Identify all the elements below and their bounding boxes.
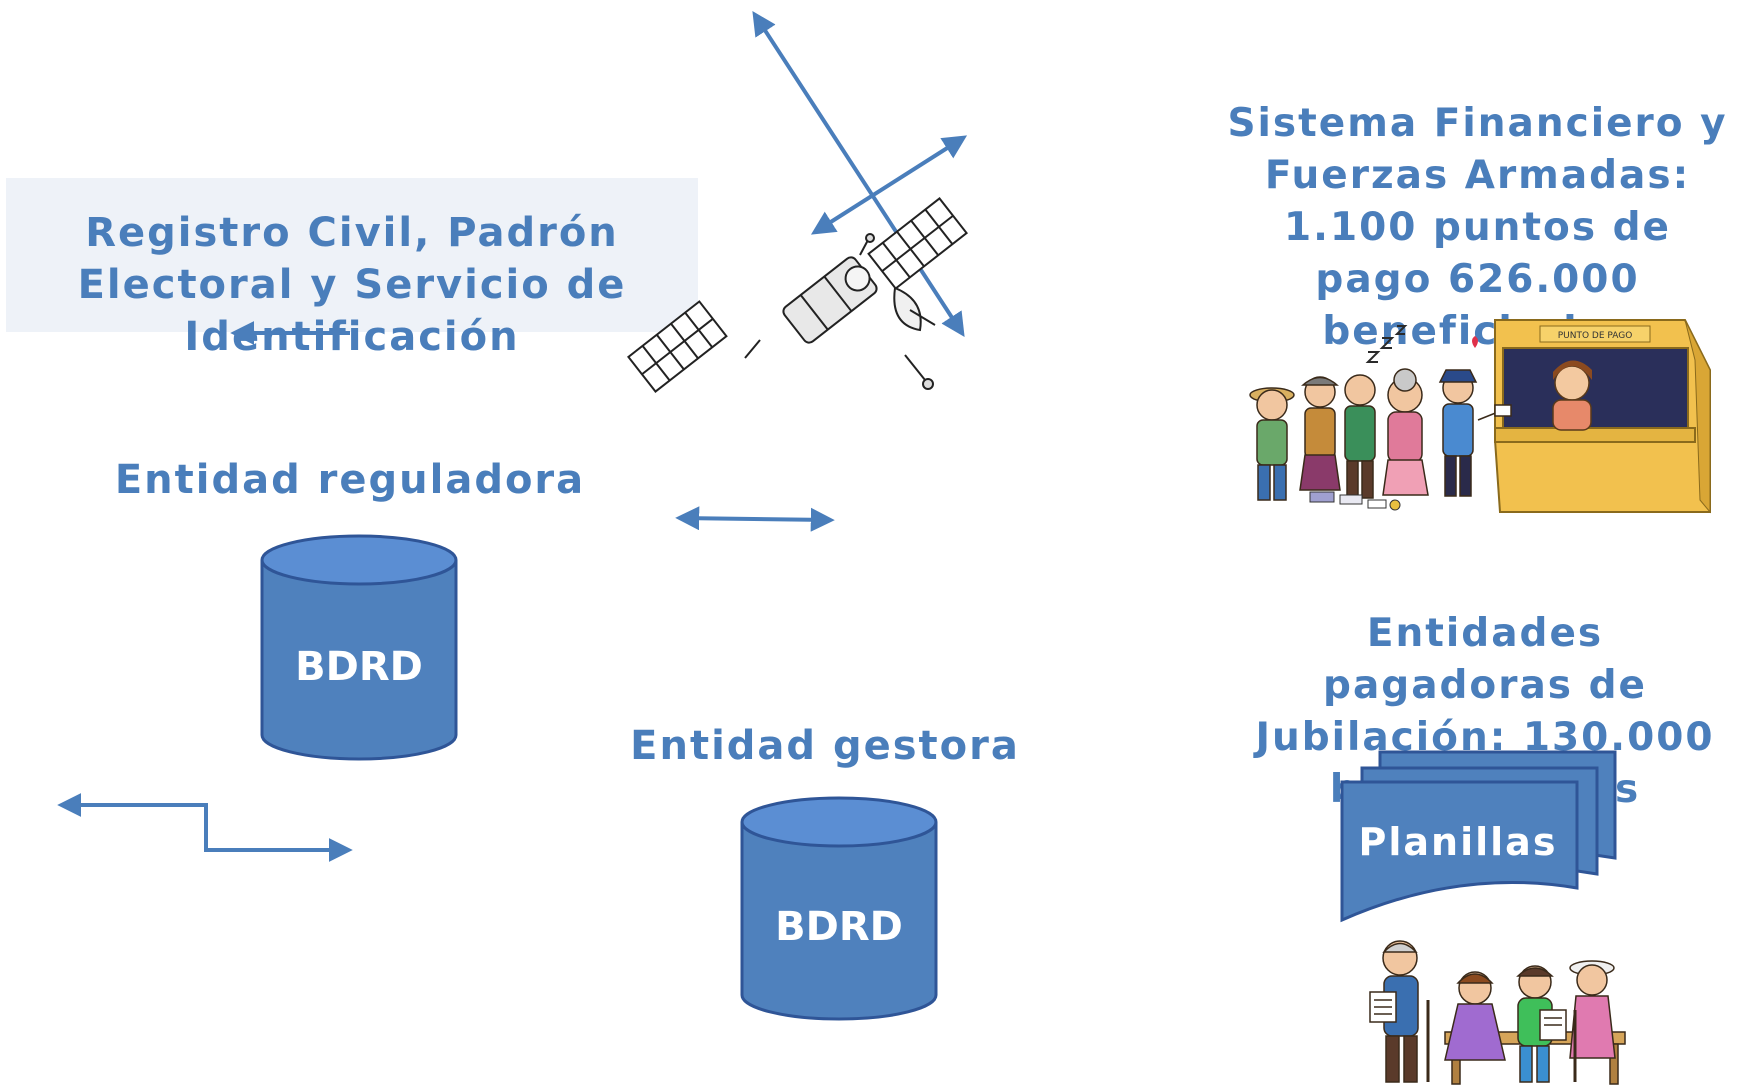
sistema-financiero-label: Sistema Financiero y Fuerzas Armadas: 1.… <box>1227 101 1728 354</box>
database-reguladora: BDRD <box>260 534 458 761</box>
satellite-cross-arrow <box>810 135 968 235</box>
database-reguladora-label: BDRD <box>295 644 423 690</box>
planillas-document-stack: Planillas <box>1340 750 1617 923</box>
entidad-gestora-label: Entidad gestora <box>630 723 1020 769</box>
payment-booth-illustration: PUNTO DE PAGO <box>1249 319 1711 514</box>
elbow-arrow <box>57 793 353 862</box>
database-gestora-label: BDRD <box>775 904 903 950</box>
payment-booth-sign: PUNTO DE PAGO <box>1558 331 1633 341</box>
connector-arrows <box>57 10 968 862</box>
database-gestora: BDRD <box>740 796 938 1021</box>
planillas-label: Planillas <box>1359 820 1558 864</box>
entities-double-arrow <box>675 506 835 532</box>
satellite-icon <box>627 197 968 393</box>
entidad-reguladora-label: Entidad reguladora <box>114 457 586 503</box>
elderly-group-illustration <box>1369 940 1626 1085</box>
registro-civil-label: Registro Civil, Padrón Electoral y Servi… <box>77 210 627 360</box>
registro-label-box <box>6 178 698 332</box>
